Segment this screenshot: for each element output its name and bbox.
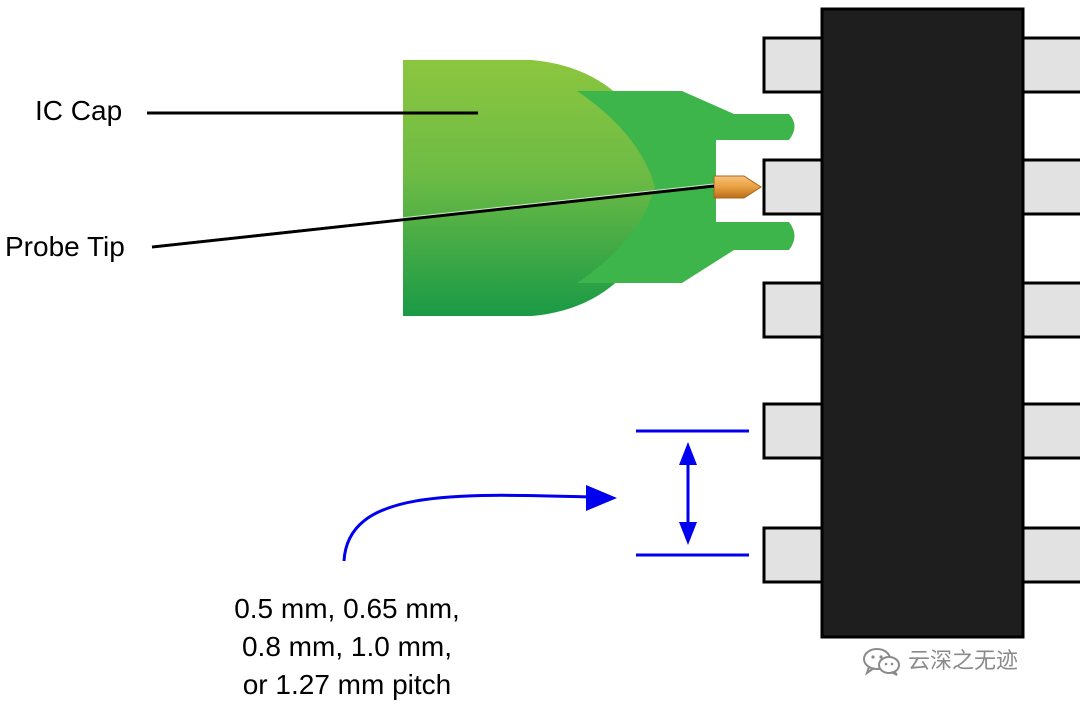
ic-pin-left-3 [762,281,826,339]
ic-cap-outer-shell [403,60,668,316]
pitch-label-line: 0.8 mm, 1.0 mm, [241,631,453,662]
ic-left-pins [762,36,826,584]
pitch-callout-arrowhead [586,485,617,511]
ic-cap-label: IC Cap [35,95,123,126]
pitch-arrowhead-down [679,522,697,545]
probe-tip-leader-line [151,184,715,249]
ic-pin-left-1 [762,36,826,94]
probe-tip-leader-highlight [151,183,715,246]
ic-pin-right-5 [1018,526,1080,584]
ic-pin-left-2 [762,158,826,216]
ic-pin-left-4 [762,402,826,460]
pitch-label-line: 0.5 mm, 0.65 mm, [234,593,460,624]
watermark: 云深之无迹 [862,647,1018,677]
probe-tip [713,175,762,199]
ic-pin-right-4 [1018,402,1080,460]
wechat-icon [862,647,902,677]
pitch-label-line: or 1.27 mm pitch [242,669,452,700]
pitch-label: 0.5 mm, 0.65 mm, 0.8 mm, 1.0 mm, or 1.27… [208,590,486,704]
ic-body [820,7,1025,639]
ic-pin-right-2 [1018,158,1080,216]
pitch-callout-arrow [342,493,593,562]
ic-right-pins [1018,36,1080,584]
ic-pin-right-1 [1018,36,1080,94]
pitch-dimension [342,429,749,562]
watermark-text: 云深之无迹 [908,649,1019,674]
pitch-arrowhead-up [679,442,697,465]
ic-pin-left-5 [762,526,826,584]
ic-pin-right-3 [1018,281,1080,339]
probe-tip-label: Probe Tip [5,231,125,262]
